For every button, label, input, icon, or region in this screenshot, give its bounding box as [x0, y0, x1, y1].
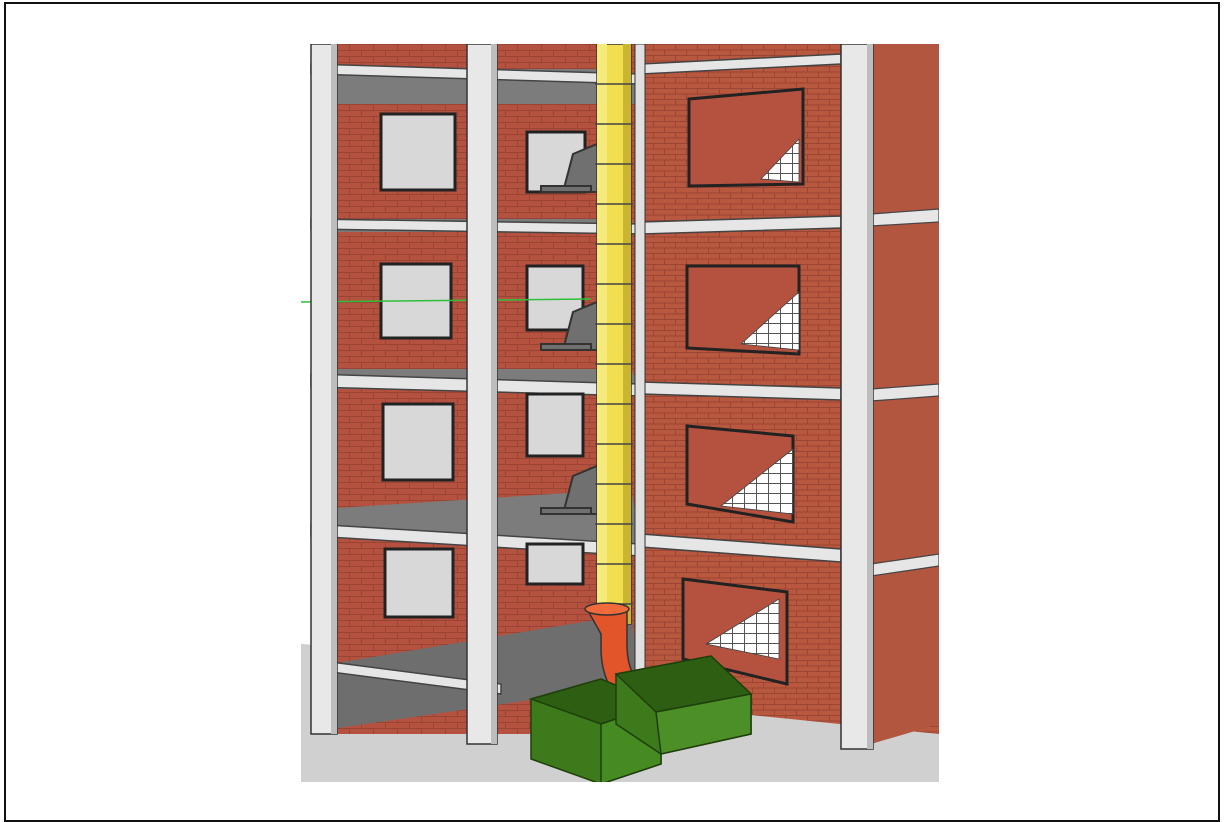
building-illustration: [301, 44, 939, 782]
window: [527, 544, 583, 584]
figure-frame: [4, 2, 1220, 822]
window: [381, 114, 455, 190]
window: [385, 549, 453, 617]
corner-column: [635, 44, 645, 709]
debris-chute: [595, 44, 633, 624]
window: [383, 404, 453, 480]
window: [527, 394, 583, 456]
